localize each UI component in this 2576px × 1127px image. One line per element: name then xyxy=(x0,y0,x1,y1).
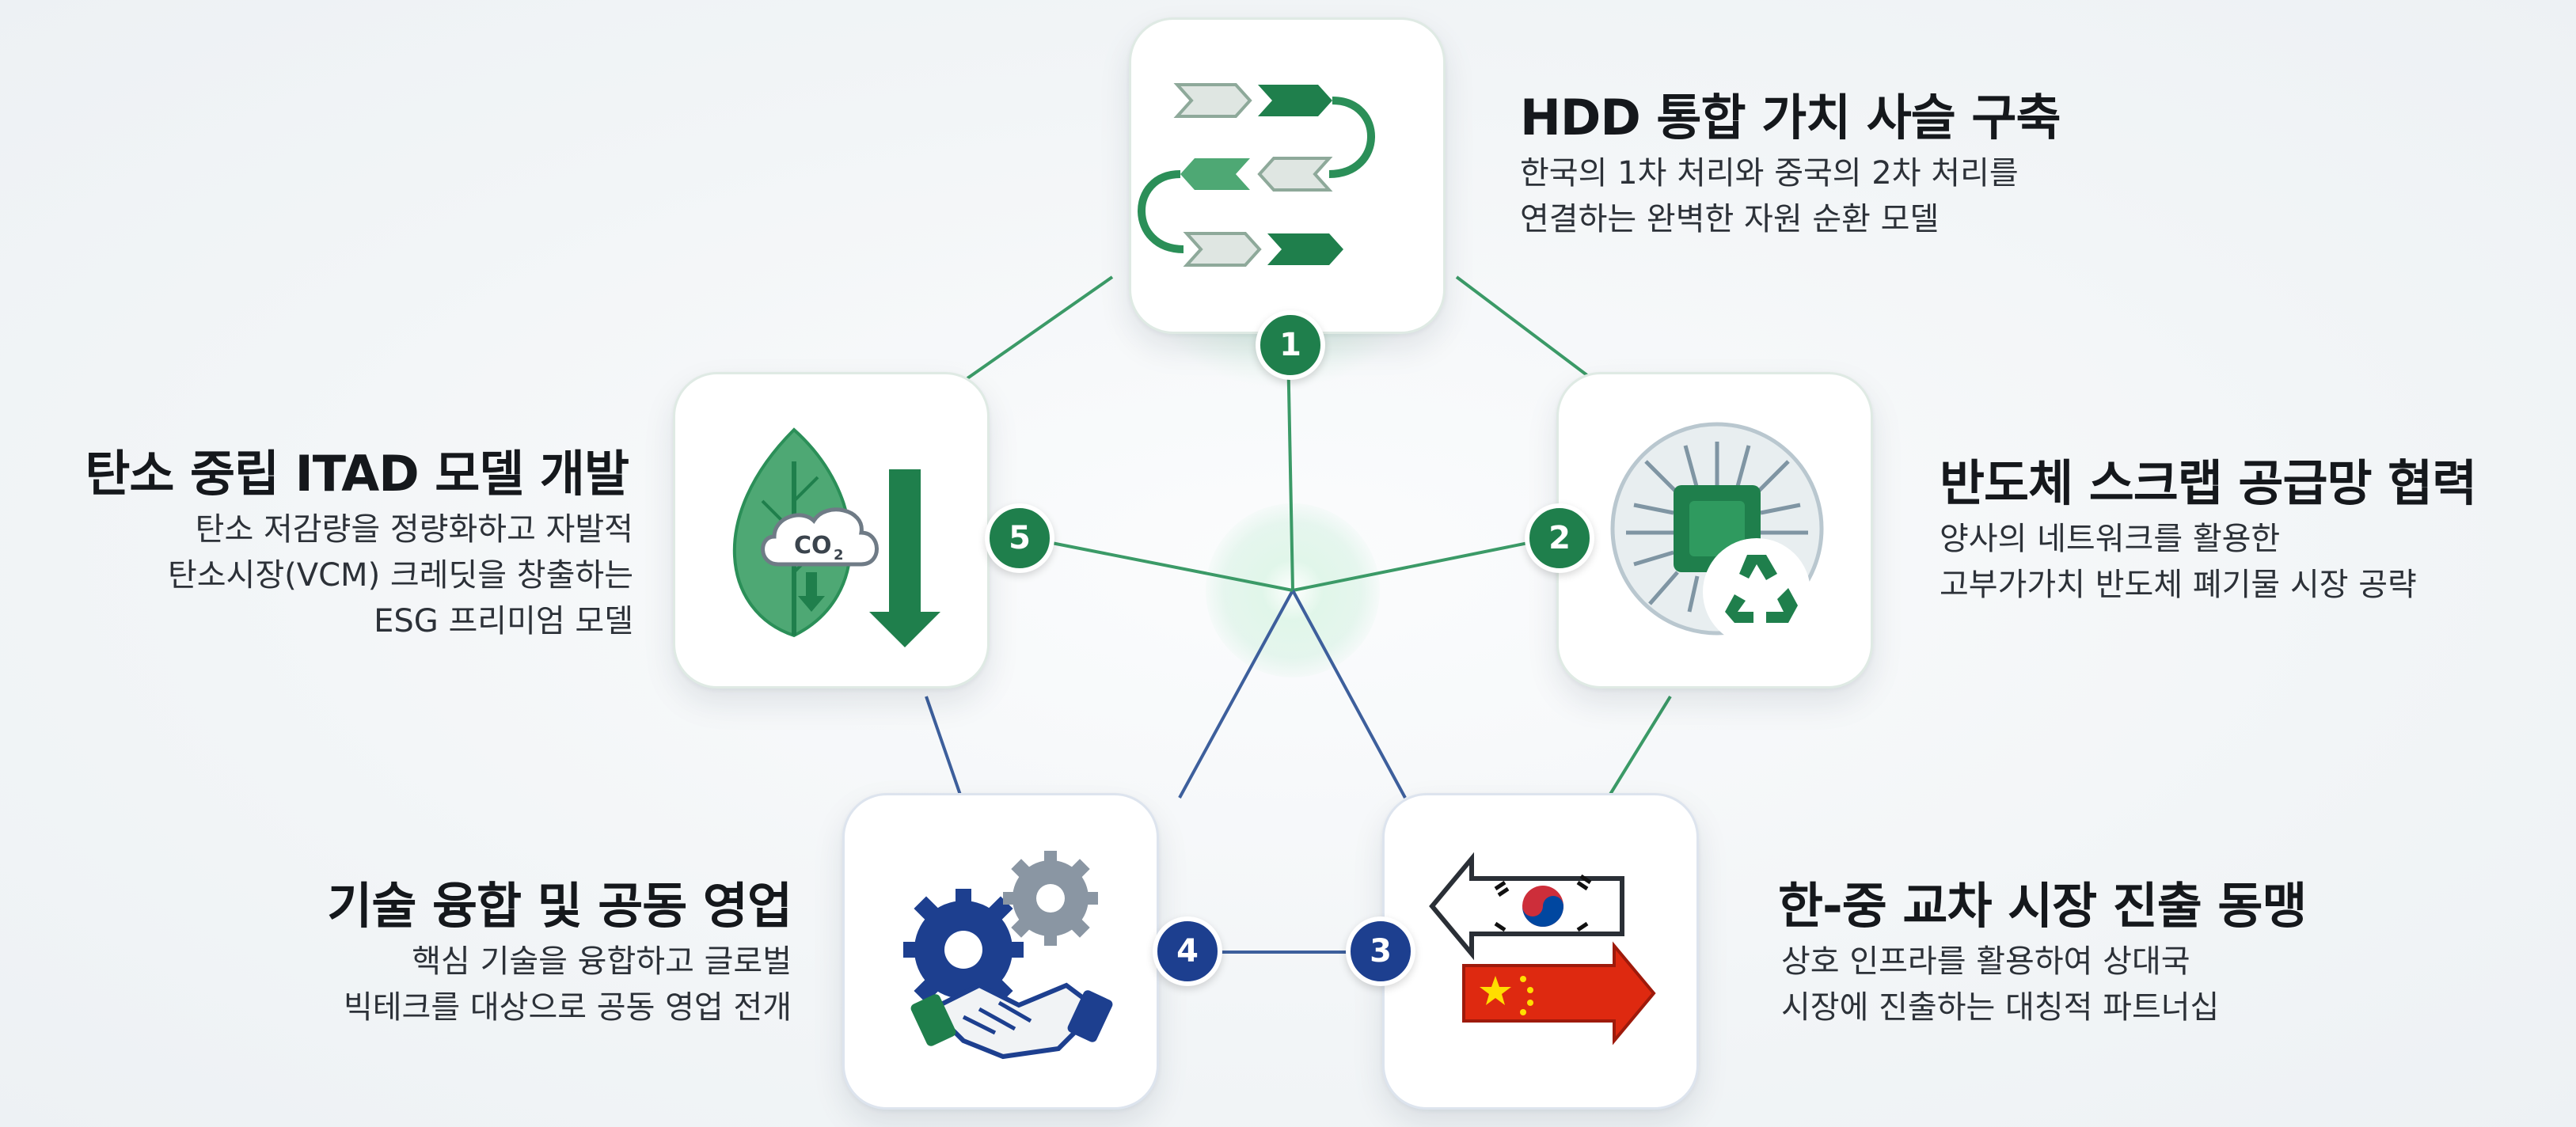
edge-5-1 xyxy=(966,275,1114,380)
node-title-5: 탄소 중립 ITAD 모델 개발 xyxy=(85,445,629,503)
node-title-1: HDD 통합 가치 사슬 구축 xyxy=(1520,89,2061,146)
node-desc-4: 핵심 기술을 융합하고 글로벌 빅테크를 대상으로 공동 영업 전개 xyxy=(344,939,792,1030)
edge-1-2 xyxy=(1455,275,1593,380)
badge-2: 2 xyxy=(1525,503,1594,573)
node-desc-1-line-2: 연결하는 완벽한 자원 순환 모델 xyxy=(1520,201,1940,237)
node-desc-1: 한국의 1차 처리와 중국의 2차 처리를 연결하는 완벽한 자원 순환 모델 xyxy=(1520,150,2019,242)
node-title-3: 한-중 교차 시장 진출 동맹 xyxy=(1778,877,2307,935)
china-flag-arrow xyxy=(1462,941,1656,1045)
leaf-co2-down-icon: CO 2 xyxy=(733,427,940,647)
node-desc-5: 탄소 저감량을 정량화하고 자발적 탄소시장(VCM) 크레딧을 창출하는 ES… xyxy=(168,507,633,644)
badge-5: 5 xyxy=(985,503,1054,573)
node-desc-3-line-1: 상호 인프라를 활용하여 상대국 xyxy=(1781,943,2190,980)
node-desc-3-line-2: 시장에 진출하는 대칭적 파트너십 xyxy=(1781,989,2220,1026)
spoke-4 xyxy=(1178,590,1294,799)
node-desc-3: 상호 인프라를 활용하여 상대국 시장에 진출하는 대칭적 파트너십 xyxy=(1781,939,2219,1030)
spoke-5 xyxy=(1019,535,1294,592)
node-desc-5-line-2: 탄소시장(VCM) 크레딧을 창출하는 xyxy=(167,557,633,594)
node-card-1[interactable] xyxy=(1129,17,1446,334)
node-card-2[interactable] xyxy=(1556,372,1873,689)
node-desc-2-line-2: 고부가가치 반도체 폐기물 시장 공략 xyxy=(1940,567,2417,603)
spoke-1 xyxy=(1286,347,1294,591)
badge-4: 4 xyxy=(1153,916,1222,986)
co2-label: CO xyxy=(794,532,832,560)
node-desc-2: 양사의 네트워크를 활용한 고부가가치 반도체 폐기물 시장 공략 xyxy=(1940,516,2417,608)
co2-subscript: 2 xyxy=(834,547,844,564)
spoke-2 xyxy=(1292,535,1560,592)
chip-recycle-icon xyxy=(1610,422,1824,646)
node-desc-1-line-1: 한국의 1차 처리와 중국의 2차 처리를 xyxy=(1520,155,2019,192)
korea-china-flags-icon xyxy=(1429,852,1656,1045)
node-desc-2-line-1: 양사의 네트워크를 활용한 xyxy=(1940,521,2281,557)
gears-handshake-icon xyxy=(903,851,1113,1060)
node-title-4: 기술 융합 및 공동 영업 xyxy=(327,877,792,935)
spoke-3 xyxy=(1291,590,1407,799)
node-card-5[interactable]: CO 2 xyxy=(673,372,990,689)
badge-1: 1 xyxy=(1256,310,1325,380)
node-desc-4-line-2: 빅테크를 대상으로 공동 영업 전개 xyxy=(343,989,792,1026)
badge-3: 3 xyxy=(1346,916,1415,986)
node-title-2: 반도체 스크랩 공급망 협력 xyxy=(1940,454,2477,512)
node-desc-5-line-1: 탄소 저감량을 정량화하고 자발적 xyxy=(195,511,633,548)
edge-5-4 xyxy=(925,696,963,800)
edge-2-3 xyxy=(1605,695,1672,801)
node-desc-4-line-1: 핵심 기술을 융합하고 글로벌 xyxy=(412,943,792,980)
node-card-3[interactable] xyxy=(1382,793,1699,1110)
value-chain-arrows-icon xyxy=(1138,83,1375,267)
korea-flag-arrow xyxy=(1429,852,1624,961)
node-card-4[interactable] xyxy=(842,793,1159,1110)
node-desc-5-line-3: ESG 프리미엄 모델 xyxy=(374,603,633,639)
